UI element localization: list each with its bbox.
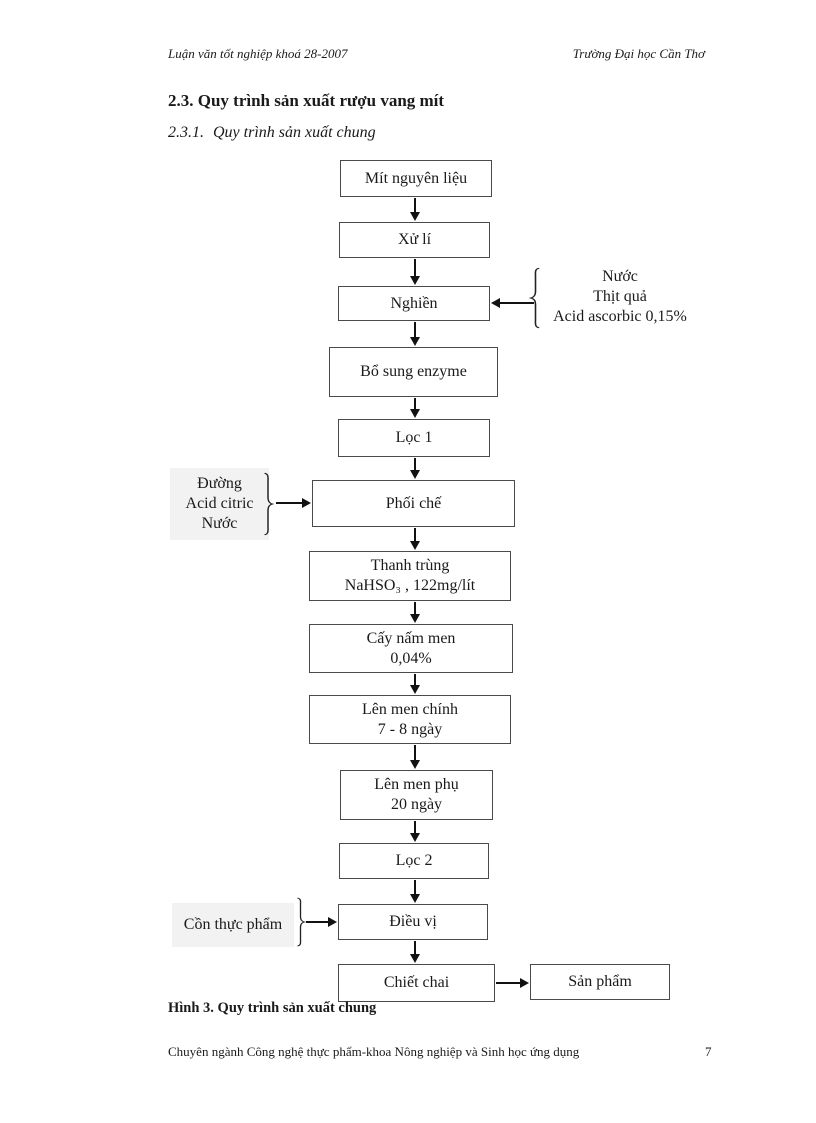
flow-box-len-men-phu: Lên men phụ 20 ngày bbox=[340, 770, 493, 820]
annotation-nghien-inputs: Nước Thịt quả Acid ascorbic 0,15% bbox=[545, 267, 695, 327]
annotation-line: Nước bbox=[201, 515, 238, 532]
flow-box-label: 0,04% bbox=[390, 649, 432, 667]
header-right: Trường Đại học Cần Thơ bbox=[572, 46, 705, 61]
flow-box-label: Phối chế bbox=[385, 494, 442, 512]
arrow-down-icon bbox=[409, 528, 421, 550]
arrow-down-icon bbox=[409, 941, 421, 963]
annotation-dieu-vi-inputs: Cồn thực phẩm bbox=[172, 903, 294, 947]
brace-open-icon bbox=[529, 267, 540, 329]
flow-box-label: Lên men chính bbox=[362, 700, 458, 718]
flow-box-dieu-vi: Điều vị bbox=[338, 904, 488, 940]
arrow-down-icon bbox=[409, 745, 421, 769]
flow-box-label: Lọc 2 bbox=[395, 852, 433, 869]
flow-box-label: Mít nguyên liệu bbox=[364, 169, 468, 187]
arrow-down-icon bbox=[409, 880, 421, 903]
brace-close-icon bbox=[264, 472, 274, 536]
annotation-line: Nước bbox=[602, 268, 638, 285]
annotation-phoi-che-inputs: Đường Acid citric Nước bbox=[170, 468, 269, 540]
flow-box-label: Điều vị bbox=[389, 913, 437, 930]
brace-close-icon bbox=[297, 897, 306, 947]
flow-box-phoi-che: Phối chế bbox=[312, 480, 515, 527]
arrow-down-icon bbox=[409, 602, 421, 623]
flow-box-label: Lên men phụ bbox=[374, 776, 459, 793]
flow-box-thanh-trung: Thanh trùng NaHSO₃ , 122mg/lít bbox=[309, 551, 511, 601]
flow-box-label: 7 - 8 ngày bbox=[377, 720, 443, 738]
footer-text: Chuyên ngành Công nghệ thực phẩm-khoa Nô… bbox=[168, 1044, 580, 1059]
flow-box-san-pham: Sản phẩm bbox=[530, 964, 670, 1000]
page-number: 7 bbox=[705, 1044, 712, 1059]
flow-box-nghien: Nghiền bbox=[338, 286, 490, 321]
flow-box-label: Nghiền bbox=[390, 294, 438, 312]
flow-box-label: Sản phẩm bbox=[568, 973, 632, 990]
arrow-down-icon bbox=[409, 198, 421, 221]
flow-box-chiet-chai: Chiết chai bbox=[338, 964, 495, 1002]
arrow-right-icon bbox=[496, 977, 529, 989]
arrow-down-icon bbox=[409, 458, 421, 479]
arrow-left-icon bbox=[491, 297, 534, 309]
flow-box-label: Lọc 1 bbox=[395, 429, 433, 446]
flow-box-mit-nguyen-lieu: Mít nguyên liệu bbox=[340, 160, 492, 197]
section-heading: 2.3. Quy trình sản xuất rượu vang mít bbox=[168, 91, 445, 110]
subsection-heading: 2.3.1. Quy trình sản xuất chung bbox=[168, 124, 376, 142]
annotation-line: Cồn thực phẩm bbox=[183, 916, 283, 933]
flow-box-label: Chiết chai bbox=[383, 974, 450, 991]
arrow-down-icon bbox=[409, 398, 421, 418]
flow-box-len-men-chinh: Lên men chính 7 - 8 ngày bbox=[309, 695, 511, 744]
flow-box-label: 20 ngày bbox=[390, 796, 443, 813]
arrow-right-icon bbox=[306, 916, 337, 928]
subsection-title: Quy trình sản xuất chung bbox=[213, 124, 376, 141]
flow-box-cay-nam-men: Cấy nấm men 0,04% bbox=[309, 624, 513, 673]
arrow-down-icon bbox=[409, 674, 421, 694]
annotation-line: Acid ascorbic 0,15% bbox=[553, 308, 687, 325]
arrow-down-icon bbox=[409, 821, 421, 842]
flow-box-label: Xử lí bbox=[397, 231, 432, 248]
figure-caption: Hình 3. Quy trình sản xuất chung bbox=[168, 1000, 377, 1016]
flow-box-label: Cấy nấm men bbox=[366, 629, 456, 647]
flow-box-bo-sung-enzyme: Bổ sung enzyme bbox=[329, 347, 498, 397]
arrow-down-icon bbox=[409, 259, 421, 285]
annotation-line: Đường bbox=[197, 475, 242, 492]
annotation-line: Acid citric bbox=[185, 495, 254, 512]
arrow-down-icon bbox=[409, 322, 421, 346]
flow-box-xu-li: Xử lí bbox=[339, 222, 490, 258]
header-left: Luận văn tốt nghiệp khoá 28-2007 bbox=[168, 46, 348, 61]
flow-box-loc-2: Lọc 2 bbox=[339, 843, 489, 879]
arrow-right-icon bbox=[276, 497, 311, 509]
subsection-number: 2.3.1. bbox=[168, 124, 204, 141]
flow-box-loc-1: Lọc 1 bbox=[338, 419, 490, 457]
flow-box-label: Thanh trùng bbox=[370, 557, 450, 574]
annotation-line: Thịt quả bbox=[593, 288, 647, 305]
flow-box-label: NaHSO₃ , 122mg/lít bbox=[344, 577, 476, 594]
flow-box-label: Bổ sung enzyme bbox=[360, 363, 467, 380]
